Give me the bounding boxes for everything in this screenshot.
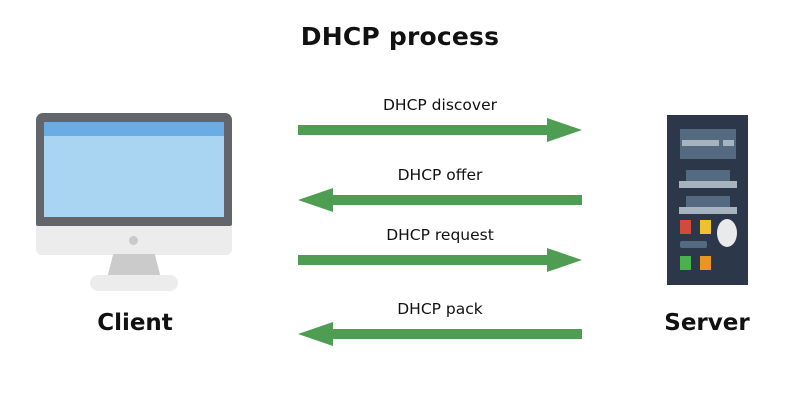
arrow-right-icon: [298, 248, 582, 272]
message-row-1: DHCP discover: [298, 96, 582, 142]
server-drive-bay-1-bar: [679, 181, 737, 188]
server-drive-bay-2-bar: [679, 207, 737, 214]
message-row-4: DHCP pack: [298, 300, 582, 346]
arrow-right-icon: [298, 118, 582, 142]
message-label-dhcp-offer: DHCP offer: [397, 166, 483, 184]
server-drive-indicator-icon: [717, 219, 737, 247]
monitor-power-dot-icon: [129, 236, 138, 245]
server-led-orange-icon: [700, 256, 711, 270]
arrow-left-icon: [298, 188, 582, 212]
page-title: DHCP process: [300, 22, 500, 51]
server-top-bar-left: [682, 140, 719, 146]
message-row-2: DHCP offer: [298, 166, 582, 212]
server-label: Server: [664, 310, 750, 336]
monitor-screen-titlebar: [44, 122, 224, 136]
monitor-screen: [44, 122, 224, 217]
server-drive-bay-1: [686, 170, 730, 181]
server-slot: [680, 241, 707, 248]
monitor-stand-base: [90, 275, 178, 291]
server-led-red-icon: [680, 220, 691, 234]
server-drive-bay-2: [686, 196, 730, 207]
server-top-bar-right: [723, 140, 734, 146]
server-led-green-icon: [680, 256, 691, 270]
arrow-left-icon: [298, 322, 582, 346]
message-label-dhcp-pack: DHCP pack: [397, 300, 483, 318]
monitor-bezel: [36, 113, 232, 226]
server-led-yellow-icon: [700, 220, 711, 234]
message-label-dhcp-discover: DHCP discover: [383, 96, 497, 114]
message-row-3: DHCP request: [298, 226, 582, 272]
server-tower-icon: [667, 115, 748, 285]
client-monitor-icon: [36, 113, 232, 291]
client-label: Client: [97, 310, 173, 336]
message-label-dhcp-request: DHCP request: [386, 226, 494, 244]
